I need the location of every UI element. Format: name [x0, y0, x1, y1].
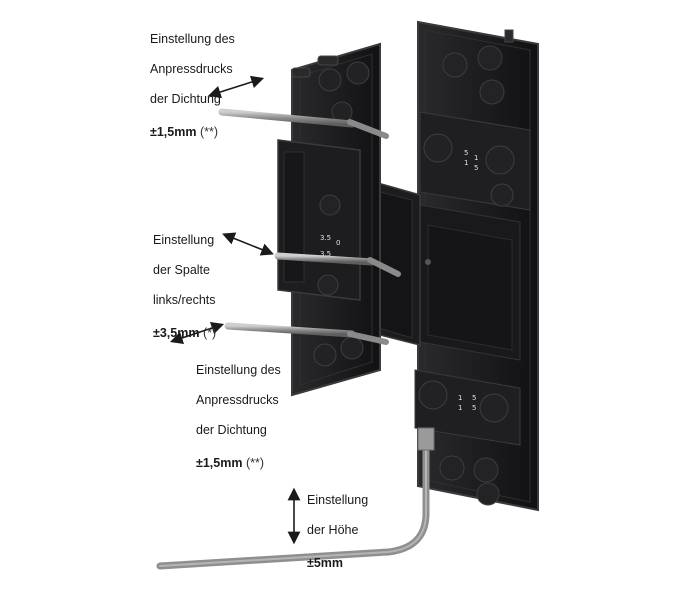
- label-line: der Dichtung: [150, 92, 221, 106]
- arrow-lower-icon: [169, 321, 225, 345]
- label-line: der Spalte: [153, 263, 210, 277]
- label-line: Einstellung: [153, 233, 215, 247]
- arrow-middle-icon: [222, 232, 274, 256]
- scale-mark: 1: [458, 394, 462, 402]
- note-text: (**): [245, 456, 265, 470]
- label-line: der Höhe: [307, 523, 359, 537]
- scale-mark: 5: [474, 164, 478, 172]
- scale-mark: 1: [474, 154, 478, 162]
- allen-key-lower: [224, 322, 356, 338]
- label-top: Einstellung des Anpressdrucks der Dichtu…: [150, 17, 235, 155]
- label-line: Anpressdrucks: [196, 393, 279, 407]
- label-line: Einstellung des: [150, 32, 235, 46]
- label-lower: Einstellung des Anpressdrucks der Dichtu…: [196, 348, 281, 486]
- value-text: ±1,5mm: [196, 456, 243, 470]
- allen-key-middle: [274, 252, 376, 266]
- scale-mark: 5: [464, 149, 468, 157]
- note-text: (**): [199, 125, 219, 139]
- middle-adjust-block: [277, 139, 361, 301]
- label-line: links/rechts: [153, 293, 216, 307]
- frame-plate: [414, 20, 539, 512]
- note-text: (*): [202, 326, 217, 340]
- scale-mark: 5: [472, 394, 476, 402]
- value-text: ±1,5mm: [150, 125, 197, 139]
- label-bottom: Einstellung der Höhe ±5mm: [307, 478, 368, 586]
- label-line: Einstellung des: [196, 363, 281, 377]
- allen-key-upper: [218, 108, 356, 128]
- scale-mark: 1: [464, 159, 468, 167]
- allen-keys: [156, 108, 435, 570]
- value-text: ±3,5mm: [153, 326, 200, 340]
- arrow-top-icon: [207, 75, 265, 99]
- value-text: ±5mm: [307, 556, 344, 570]
- scale-mark: 1: [458, 404, 462, 412]
- label-middle: Einstellung der Spalte links/rechts ±3,5…: [153, 218, 216, 356]
- scale-mark: 0: [336, 239, 340, 247]
- label-line: Einstellung: [307, 493, 369, 507]
- scale-mark: 3.5: [320, 234, 331, 242]
- label-line: der Dichtung: [196, 423, 267, 437]
- adjustment-arrows: [169, 75, 301, 545]
- scale-mark: 3.5: [320, 250, 331, 258]
- label-line: Anpressdrucks: [150, 62, 233, 76]
- scale-mark: 5: [472, 404, 476, 412]
